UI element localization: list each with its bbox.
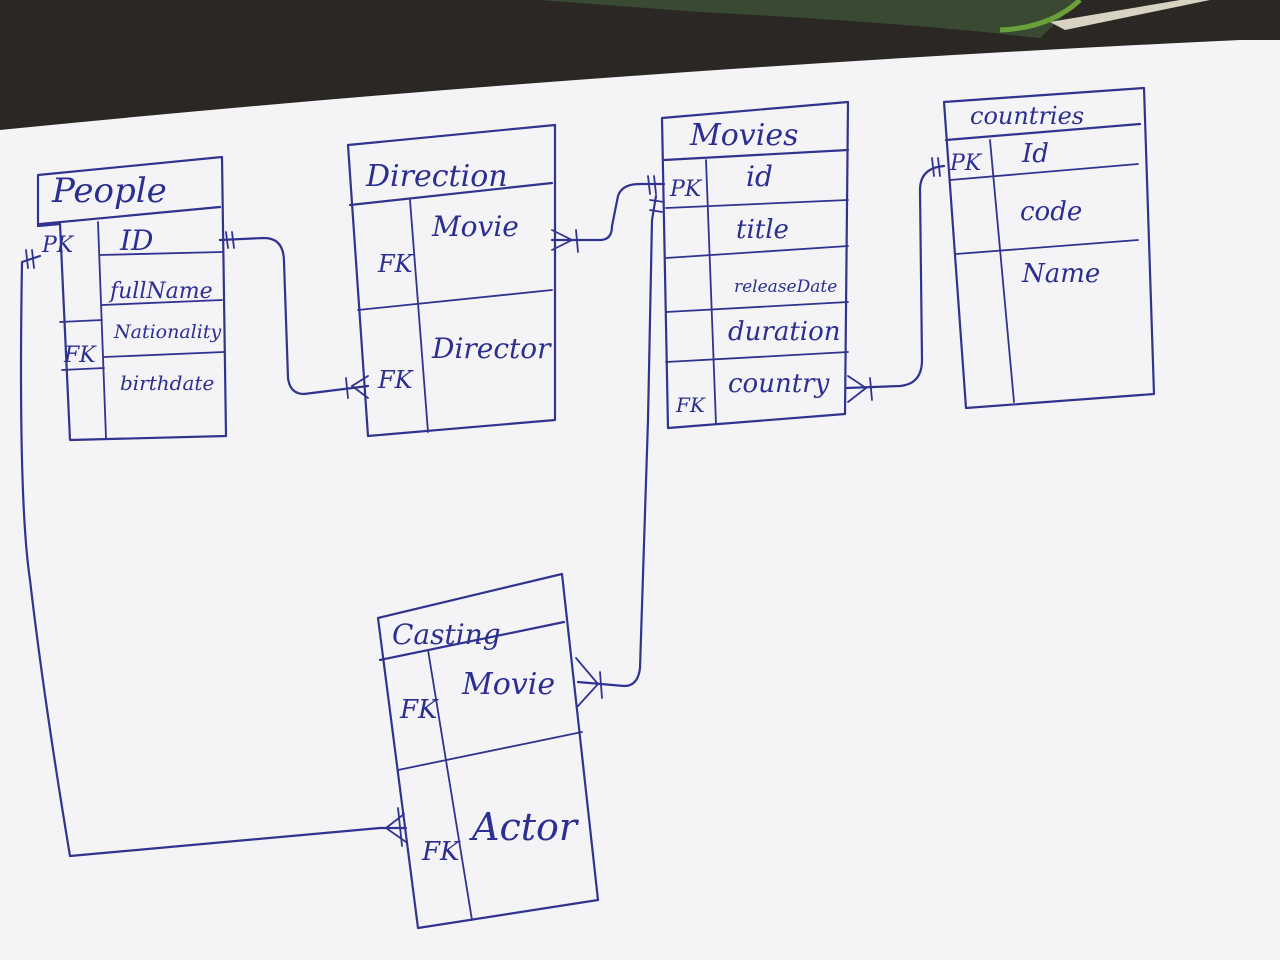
table-countries: countries PK Id code Name: [942, 86, 1156, 410]
direction-outline: [346, 123, 557, 438]
relation-casting-movies: [575, 194, 665, 707]
one-mark: [647, 175, 657, 195]
direction-row-1-key: FK: [377, 366, 415, 394]
casting-row-1-field: Actor: [469, 805, 580, 849]
people-row-3-field: birthdate: [120, 371, 214, 395]
countries-row-line: [949, 163, 1139, 181]
one-mark: [649, 199, 665, 213]
crows-foot-mark: [551, 229, 579, 253]
table-people: People PK ID fullName FK Nationality bir…: [36, 155, 228, 442]
movies-title: Movies: [689, 118, 798, 153]
direction-row-line: [357, 289, 553, 311]
crows-foot-mark: [345, 375, 369, 399]
people-row-2-field: Nationality: [113, 321, 221, 343]
movies-row-line: [665, 301, 849, 313]
people-row-line: [101, 299, 223, 306]
casting-row-1-key: FK: [421, 837, 461, 867]
pen: [1050, 0, 1210, 30]
movies-outline: [660, 100, 850, 430]
movies-title-divider: [662, 148, 850, 162]
movies-row-3-field: duration: [728, 317, 840, 347]
table-movies: Movies PK id title releaseDate duration …: [660, 100, 850, 430]
movies-row-line: [665, 245, 849, 259]
countries-row-0-field: Id: [1021, 139, 1049, 169]
one-mark: [225, 231, 235, 249]
casting-outline: [376, 572, 600, 930]
casting-title: Casting: [392, 618, 501, 651]
one-mark: [931, 157, 941, 177]
movies-row-line: [665, 199, 849, 209]
casting-row-0-key: FK: [399, 695, 439, 725]
relation-direction-movies: [550, 175, 666, 253]
casting-row-line: [397, 731, 583, 771]
countries-row-line: [955, 239, 1139, 255]
direction-row-0-key: FK: [377, 250, 415, 278]
casting-key-divider: [427, 649, 473, 921]
movies-row-0-key: PK: [669, 177, 703, 202]
countries-row-0-key: PK: [949, 151, 983, 176]
countries-row-2-field: Name: [1021, 259, 1100, 289]
relation-line: [218, 236, 370, 396]
movies-row-4-field: country: [728, 369, 830, 399]
people-row-1-field: fullName: [108, 279, 213, 304]
movies-key-divider: [705, 159, 717, 425]
paper-sheet: [0, 40, 1280, 960]
relation-line: [550, 182, 666, 242]
people-row-line: [99, 251, 223, 256]
relation-line: [844, 164, 946, 390]
desk-mat: [540, 0, 1080, 38]
countries-outline: [942, 86, 1156, 410]
relation-movies-countries: [844, 157, 946, 403]
relation-line: [576, 194, 658, 688]
people-row-0-key: PK: [41, 233, 75, 258]
crows-foot-mark: [575, 657, 603, 707]
people-title-divider: [38, 205, 222, 226]
mat-edge: [999, 0, 1082, 33]
movies-row-2-field: releaseDate: [734, 277, 837, 297]
direction-title: Direction: [365, 159, 508, 194]
relation-line: [19, 254, 408, 858]
people-row-0-field: ID: [119, 224, 154, 257]
countries-title-divider: [944, 122, 1142, 142]
countries-title: countries: [970, 102, 1084, 130]
direction-title-divider: [348, 181, 554, 207]
direction-row-0-field: Movie: [431, 210, 519, 243]
one-mark: [25, 249, 35, 269]
people-row-2-key: FK: [63, 343, 97, 368]
casting-row-0-field: Movie: [461, 667, 555, 702]
people-outline: [36, 155, 228, 442]
movies-row-0-field: id: [746, 160, 773, 193]
people-key-divider: [97, 221, 107, 439]
people-row-line: [61, 367, 105, 371]
people-title: People: [51, 171, 167, 211]
movies-row-1-field: title: [736, 215, 789, 245]
crows-foot-mark: [847, 375, 873, 403]
direction-row-1-field: Director: [431, 332, 552, 365]
crows-foot-mark: [384, 807, 407, 847]
table-direction: Direction FK Movie FK Director: [346, 123, 557, 438]
countries-row-1-field: code: [1020, 197, 1082, 227]
countries-key-divider: [989, 139, 1015, 403]
movies-row-4-key: FK: [675, 393, 706, 417]
movies-row-line: [665, 351, 849, 363]
casting-title-divider: [378, 620, 566, 662]
relation-people-direction: [218, 231, 370, 399]
relation-people-casting: [19, 249, 408, 858]
direction-key-divider: [409, 199, 429, 433]
table-casting: Casting FK Movie FK Actor: [376, 572, 600, 930]
people-row-line: [59, 319, 225, 358]
